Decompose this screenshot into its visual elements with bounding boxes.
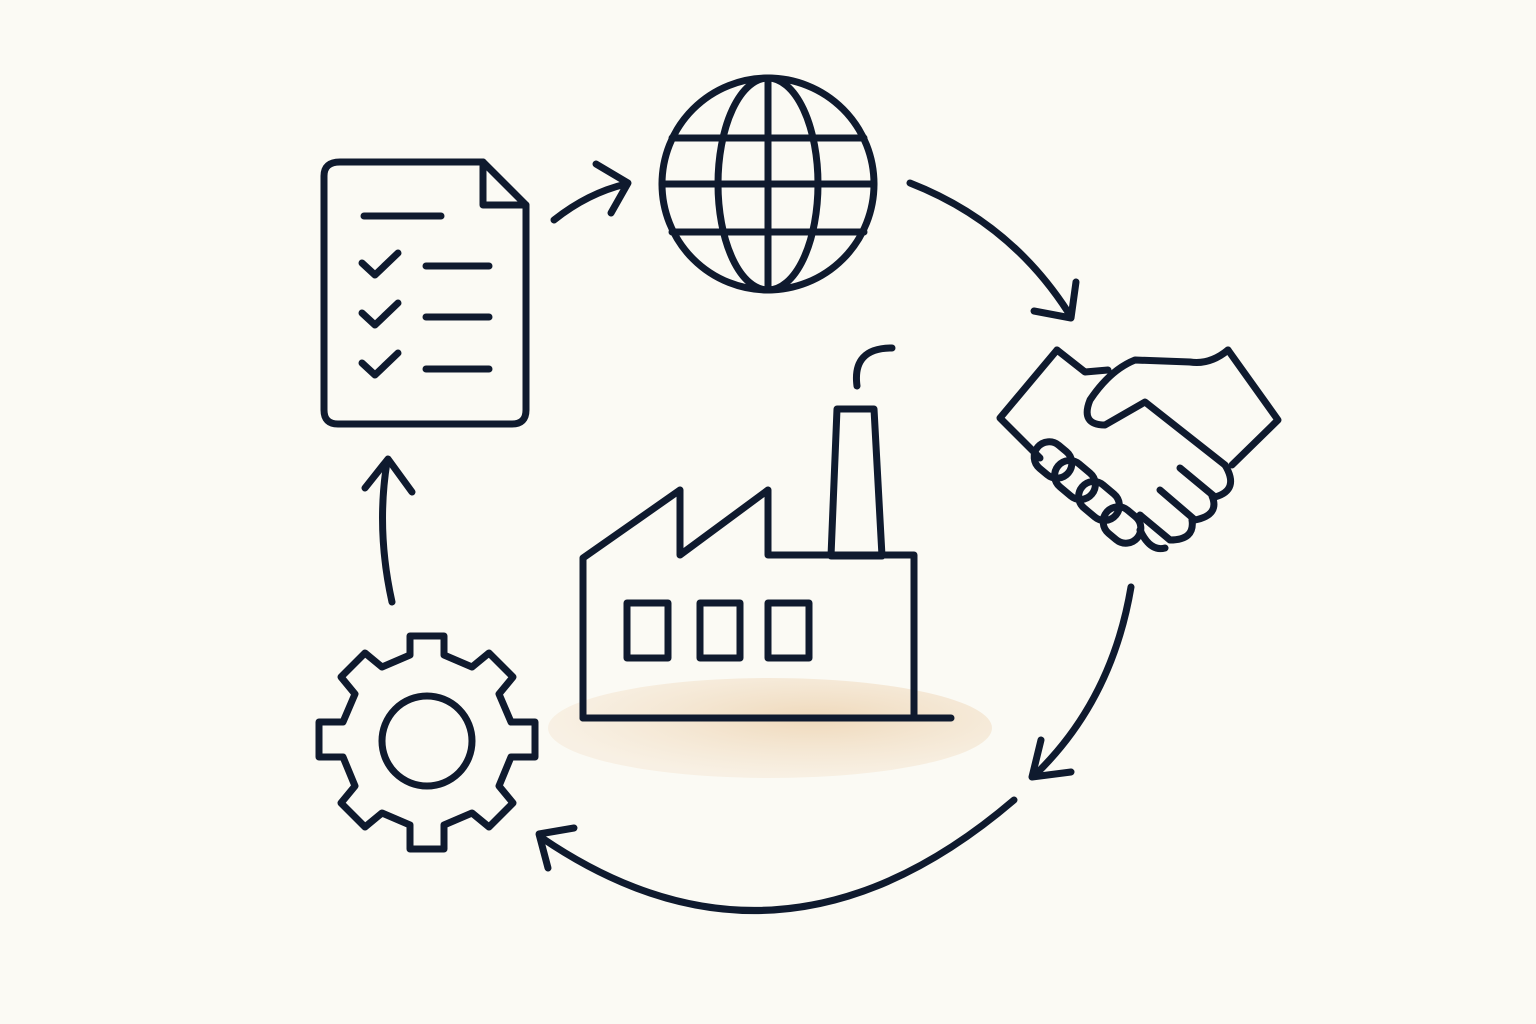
factory-window [623, 599, 672, 662]
globe-icon [658, 74, 878, 294]
arrow-handshake-down [1028, 583, 1135, 781]
factory-window [764, 599, 813, 662]
factory-shadow [548, 678, 992, 778]
gear-icon [315, 632, 539, 853]
arrow-bottom-to-gear [535, 796, 1018, 914]
checklist-document-icon [320, 158, 530, 428]
smoke [852, 344, 896, 390]
handshake-icon [996, 346, 1282, 553]
factory-icon [548, 344, 992, 778]
arrow-doc-to-globe [550, 160, 632, 224]
arrow-gear-to-doc [361, 455, 416, 606]
factory-window [696, 599, 744, 662]
arrow-globe-to-handshake [906, 179, 1080, 322]
